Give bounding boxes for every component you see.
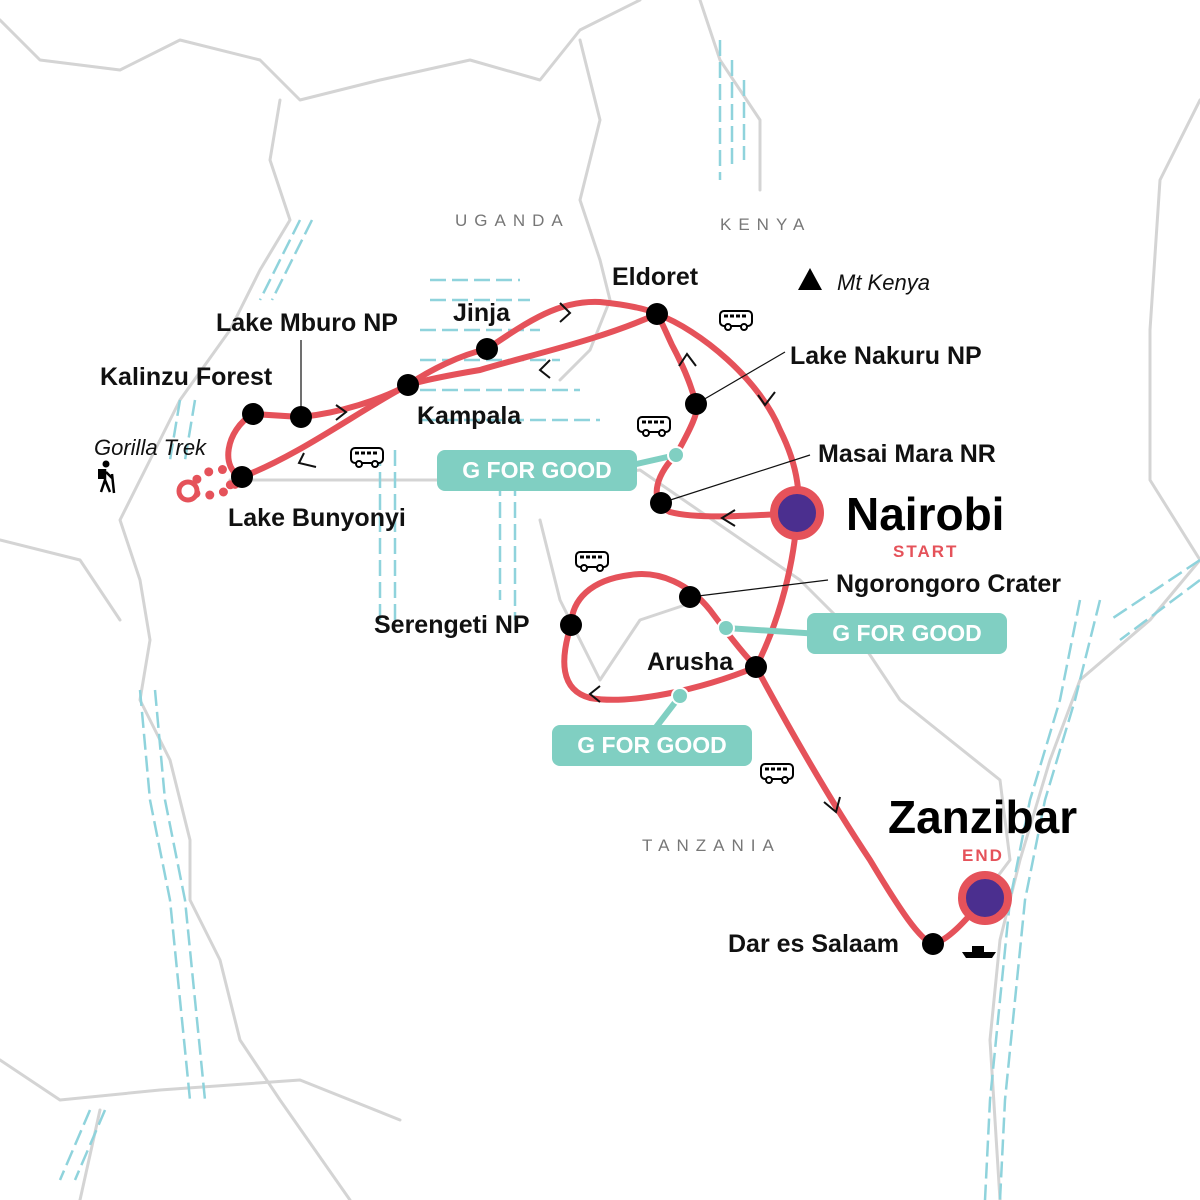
country-label-kenya: KENYA [720,215,811,234]
country-label-uganda: UGANDA [455,211,570,230]
stop-marker-kampala[interactable] [397,374,419,396]
route-arrows [297,302,841,814]
label-mt-kenya: Mt Kenya [837,270,930,295]
bus-icon [350,447,384,468]
stop-marker-jinja[interactable] [476,338,498,360]
label-start: START [893,542,958,561]
g-for-good-label: G FOR GOOD [832,620,982,646]
label-dar-es-salaam: Dar es Salaam [728,930,899,958]
g-for-good-label: G FOR GOOD [462,457,612,483]
label-gorilla-trek: Gorilla Trek [94,435,207,460]
label-lake-nakuru: Lake Nakuru NP [790,342,982,370]
label-ngorongoro: Ngorongoro Crater [836,570,1061,598]
g-for-good-badge [807,613,1007,654]
route-arrow-icon [538,359,551,379]
label-lake-mburo: Lake Mburo NP [216,309,398,337]
g-for-good-badge [437,450,637,491]
stop-marker-serengeti[interactable] [560,614,582,636]
label-nairobi: Nairobi [846,488,1004,540]
g-for-good-label: G FOR GOOD [577,732,727,758]
bus-icon [760,763,794,784]
route-arrow-icon [297,452,317,468]
route-arrow-icon [335,404,348,421]
route [176,298,988,947]
boat-icon [962,946,996,958]
stop-marker-arusha[interactable] [745,656,767,678]
route-arrow-icon [823,796,841,814]
g-for-good-badges: G FOR GOOD G FOR GOOD G FOR GOOD [437,446,1007,766]
water-bodies [58,40,1200,1200]
start-marker-nairobi[interactable] [770,486,824,540]
label-lake-bunyonyi: Lake Bunyonyi [228,504,406,532]
mountain-icon [798,268,822,290]
bus-icon [719,310,753,331]
leader-lines [300,340,829,598]
country-label-tanzania: TANZANIA [642,836,781,855]
label-arusha: Arusha [647,648,734,676]
bus-icon [575,551,609,572]
hiker-icon [98,460,116,494]
stop-marker-eldoret[interactable] [646,303,668,325]
end-marker-zanzibar[interactable] [958,871,1012,925]
stop-marker-lake-bunyonyi[interactable] [231,466,253,488]
stop-marker-masai-mara[interactable] [650,492,672,514]
stop-labels: Eldoret Jinja Lake Mburo NP Kalinzu Fore… [94,263,1077,958]
stop-marker-lake-mburo[interactable] [290,406,312,428]
stop-marker-kalinzu[interactable] [242,403,264,425]
label-jinja: Jinja [453,299,511,327]
stop-marker-ngorongoro[interactable] [679,586,701,608]
bus-icon [637,416,671,437]
label-eldoret: Eldoret [612,263,699,291]
stop-marker-lake-nakuru[interactable] [685,393,707,415]
g-for-good-badge [552,725,752,766]
route-arrow-icon [757,391,776,407]
label-zanzibar: Zanzibar [888,791,1077,843]
stop-marker-dar-es-salaam[interactable] [922,933,944,955]
route-arrow-icon [678,352,697,367]
label-serengeti: Serengeti NP [374,611,530,639]
label-kalinzu: Kalinzu Forest [100,363,273,391]
route-arrow-icon [720,509,736,527]
route-arrow-icon [588,685,601,703]
stops [231,303,1012,955]
route-arrow-icon [559,302,572,323]
label-masai-mara: Masai Mara NR [818,440,996,468]
label-kampala: Kampala [417,402,522,430]
label-end: END [962,846,1004,865]
